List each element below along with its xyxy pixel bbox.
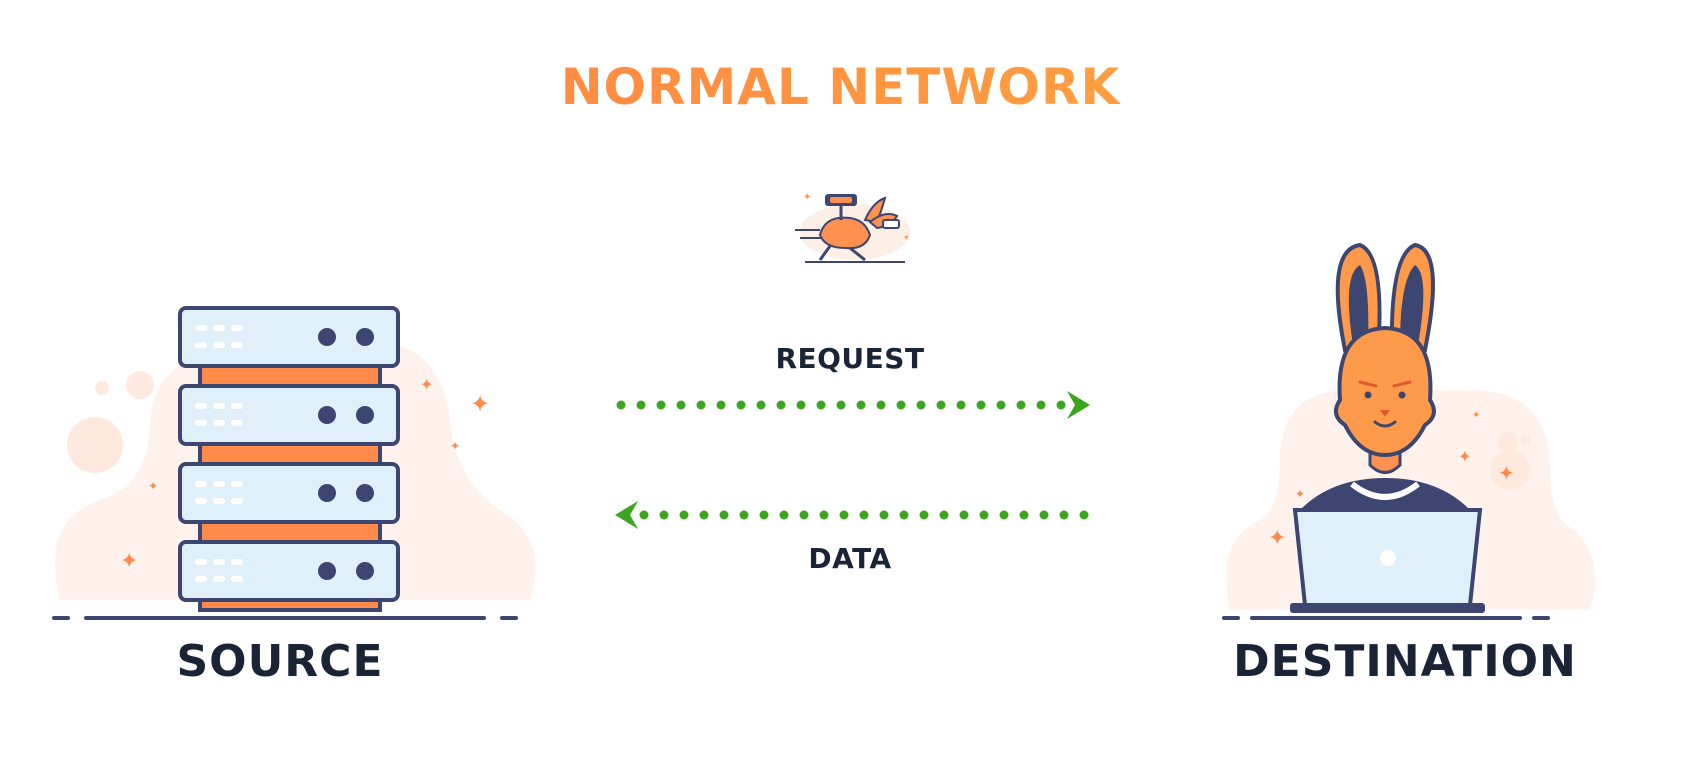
destination-label: DESTINATION — [1233, 636, 1577, 687]
svg-text:✦: ✦ — [803, 192, 811, 203]
svg-text:✦: ✦ — [148, 479, 158, 493]
svg-text:✦: ✦ — [903, 233, 910, 242]
server-rack-icon: ✦ ✦ ✦ ✦ ✦ — [52, 306, 536, 620]
svg-text:✦: ✦ — [1472, 410, 1480, 421]
data-label: DATA — [808, 542, 892, 575]
svg-text:✦: ✦ — [1498, 461, 1515, 485]
svg-text:✦: ✦ — [1458, 447, 1471, 466]
svg-text:✦: ✦ — [420, 375, 433, 394]
rabbit-with-laptop-icon: ✦ ✦ ✦ ✦ ✦ — [1222, 242, 1595, 620]
svg-text:✦: ✦ — [120, 549, 138, 574]
svg-text:✦: ✦ — [1268, 526, 1286, 551]
data-arrow — [615, 501, 1099, 529]
request-arrow — [616, 391, 1090, 419]
diagram-title: NORMAL NETWORK — [0, 58, 1681, 116]
svg-text:✦: ✦ — [450, 439, 460, 453]
svg-text:✦: ✦ — [1295, 487, 1305, 501]
running-rabbit-courier-icon: ✦ ✦ — [795, 192, 910, 263]
source-label: SOURCE — [176, 636, 384, 687]
request-label: REQUEST — [775, 342, 925, 375]
svg-text:✦: ✦ — [470, 390, 490, 418]
